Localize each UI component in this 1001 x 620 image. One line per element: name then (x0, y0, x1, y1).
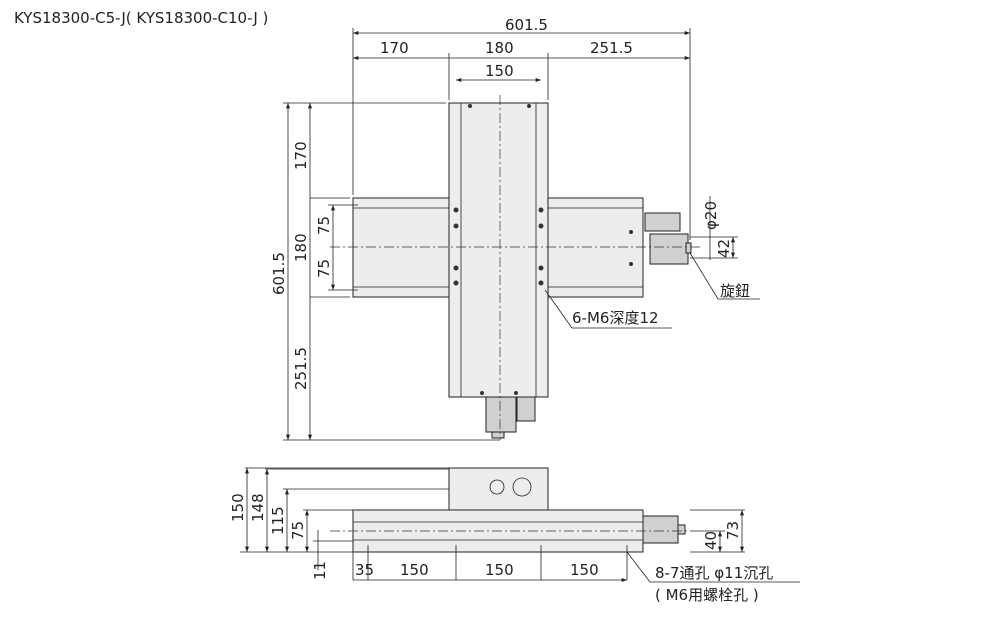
svg-text:150: 150 (570, 561, 599, 579)
svg-text:150: 150 (400, 561, 429, 579)
svg-text:115: 115 (269, 506, 287, 535)
svg-text:180: 180 (292, 233, 310, 262)
y-motor (485, 396, 517, 433)
dim-150: 150 (485, 62, 514, 80)
holes-label: 8-7通孔 φ11沉孔 (655, 564, 773, 582)
dim-180: 180 (485, 39, 514, 57)
svg-text:75: 75 (289, 521, 307, 540)
dim-251-5: 251.5 (590, 39, 633, 57)
side-view: 150 148 115 75 11 35 150 150 150 40 73 8… (229, 467, 800, 604)
tapped-holes-label: 6-M6深度12 (572, 309, 659, 327)
svg-text:73: 73 (724, 521, 742, 540)
dim-knob-diameter: φ20 (702, 201, 720, 230)
svg-text:42: 42 (715, 239, 733, 258)
x-motor-box (644, 212, 681, 232)
svg-text:40: 40 (702, 531, 720, 550)
model-title: KYS18300-C5-J( KYS18300-C10-J ) (14, 9, 268, 27)
svg-text:150: 150 (485, 561, 514, 579)
dim-overall-width: 601.5 (505, 16, 548, 34)
dim-overall-height: 601.5 (270, 252, 288, 295)
knob-label: 旋鈕 (720, 282, 750, 300)
x-knob (685, 242, 692, 254)
svg-text:148: 148 (249, 493, 267, 522)
y-axis-stage (448, 102, 549, 398)
holes-sub-label: ( M6用螺栓孔 ) (655, 586, 759, 604)
svg-text:150: 150 (229, 493, 247, 522)
top-view: 601.5 170 180 251.5 150 601.5 170 180 25… (270, 16, 760, 441)
dim-170: 170 (380, 39, 409, 57)
svg-text:35: 35 (355, 561, 374, 579)
svg-text:251.5: 251.5 (292, 347, 310, 390)
side-motor (642, 515, 679, 544)
svg-text:11: 11 (311, 561, 329, 580)
svg-text:75: 75 (315, 216, 333, 235)
svg-text:170: 170 (292, 141, 310, 170)
svg-text:75: 75 (315, 259, 333, 278)
x-motor (649, 233, 689, 265)
y-knob (491, 431, 505, 439)
y-motor-box (516, 396, 536, 422)
